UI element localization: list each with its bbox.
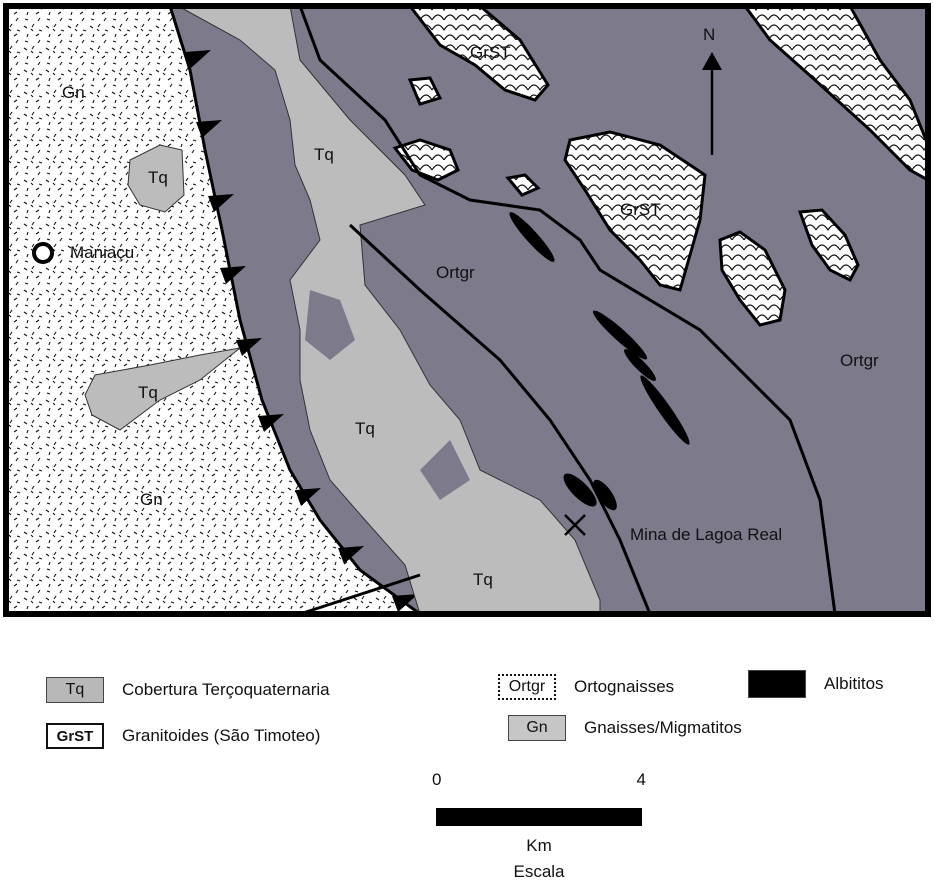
grst-label-b: GrST — [620, 200, 661, 219]
legend-label-ortgr: Ortognaisses — [574, 677, 675, 696]
scale-bar: 0 4 Km Escala — [432, 770, 646, 881]
legend-item-ortgr: Ortgr Ortognaisses — [498, 674, 674, 700]
ortgr-label-a: Ortgr — [436, 263, 475, 282]
map-frame — [3, 3, 931, 617]
tq-label-d: Tq — [355, 419, 375, 438]
mine-symbol — [564, 514, 586, 536]
faults — [298, 5, 837, 616]
legend-label-tq: Cobertura Terçoquaternaria — [122, 680, 330, 699]
geologic-map: Mina de Lagoa Real Maniaçu N Gn Gn Tq Tq… — [3, 3, 931, 617]
legend-swatch-albit — [748, 670, 806, 698]
gn-label-top: Gn — [62, 83, 85, 102]
north-label: N — [703, 25, 715, 44]
legend-item-tq: Tq Cobertura Terçoquaternaria — [46, 677, 330, 703]
legend-label-albit: Albititos — [824, 674, 884, 693]
legend-label-gn: Gnaisses/Migmatitos — [584, 718, 742, 737]
albitito-lenses — [509, 212, 690, 511]
grst-bodies — [392, 4, 930, 327]
scale-unit-label: Km — [526, 836, 552, 855]
scale-title: Escala — [513, 862, 565, 881]
legend-swatch-gn: Gn — [508, 715, 566, 741]
gn-label-bottom: Gn — [140, 490, 163, 509]
north-arrow — [702, 52, 722, 155]
tq-label-b: Tq — [148, 168, 168, 187]
mine-label: Mina de Lagoa Real — [630, 525, 782, 544]
tq-label-e: Tq — [473, 570, 493, 589]
scale-bar-graphic — [436, 808, 642, 826]
map-legend: Tq Cobertura Terçoquaternaria GrST Grani… — [0, 620, 934, 885]
scale-end-label: 4 — [636, 770, 646, 789]
tq-patch-south — [84, 347, 241, 431]
legend-swatch-grst: GrST — [46, 723, 104, 749]
tq-label-a: Tq — [314, 145, 334, 164]
ortgr-label-b: Ortgr — [840, 351, 879, 370]
legend-label-grst: Granitoides (São Timoteo) — [122, 726, 321, 745]
scale-start-label: 0 — [432, 770, 442, 789]
legend-item-gn: Gn Gnaisses/Migmatitos — [508, 715, 742, 741]
legend-item-grst: GrST Granitoides (São Timoteo) — [46, 723, 320, 749]
legend-swatch-tq: Tq — [46, 677, 104, 703]
tq-patch-north — [127, 144, 185, 213]
tq-label-c: Tq — [138, 383, 158, 402]
town-symbol — [32, 242, 54, 264]
thrust-teeth — [185, 50, 418, 612]
town-label: Maniaçu — [70, 243, 134, 262]
grst-label-a: GrST — [470, 43, 511, 62]
legend-item-albit: Albititos — [748, 670, 884, 698]
legend-swatch-ortgr: Ortgr — [498, 674, 556, 700]
